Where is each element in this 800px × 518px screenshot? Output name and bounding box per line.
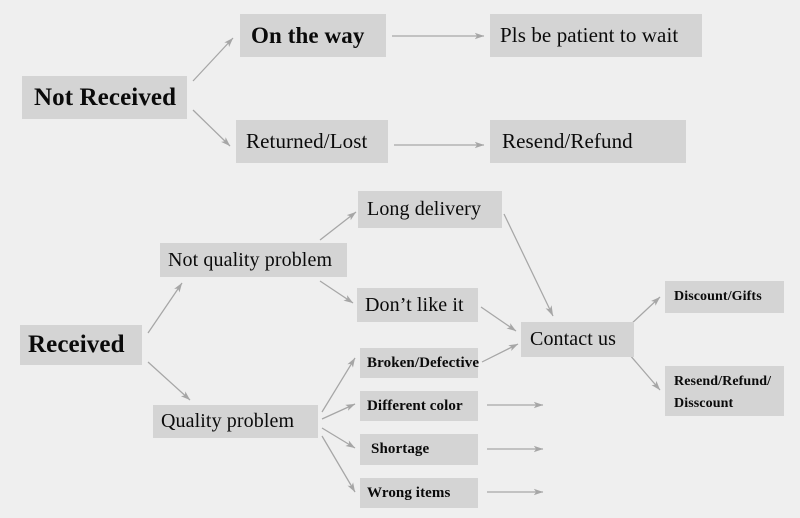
edge-contact-us-to-resend-discount [628, 353, 661, 391]
edge-quality-to-shortage [321, 427, 356, 449]
edge-broken-to-contact-us [481, 343, 519, 363]
node-not-received[interactable]: Not Received [22, 76, 187, 119]
node-pls-be-patient-to-wait[interactable]: Pls be patient to wait [490, 14, 702, 57]
edge-not-received-to-on-the-way [192, 37, 234, 82]
edge-dont-like-to-contact-us [480, 306, 517, 332]
node-wrong-items[interactable]: Wrong items [360, 478, 478, 508]
node-returned-lost[interactable]: Returned/Lost [236, 120, 388, 163]
node-not-quality-problem[interactable]: Not quality problem [160, 243, 347, 277]
edge-not-quality-to-long-delivery [319, 211, 357, 241]
node-quality-problem[interactable]: Quality problem [153, 405, 318, 438]
node-on-the-way[interactable]: On the way [240, 14, 386, 57]
node-discount-gifts[interactable]: Discount/Gifts [665, 281, 784, 313]
edge-quality-to-different-color [321, 403, 356, 420]
node-resend-refund-disscount[interactable]: Resend/Refund/ Disscount [665, 366, 784, 416]
node-shortage[interactable]: Shortage [360, 434, 478, 465]
edge-not-received-to-returned-lost [192, 109, 231, 147]
edge-received-to-not-quality [147, 282, 183, 334]
node-dont-like-it[interactable]: Don’t like it [357, 288, 478, 322]
node-long-delivery[interactable]: Long delivery [358, 191, 502, 228]
node-received[interactable]: Received [20, 325, 142, 365]
edge-received-to-quality [147, 361, 191, 401]
edge-long-delivery-to-contact-us [503, 213, 554, 317]
node-different-color[interactable]: Different color [360, 391, 478, 421]
node-broken-defective[interactable]: Broken/Defective [360, 348, 479, 378]
node-resend-refund-disscount-line-1: Resend/Refund/ [674, 374, 772, 389]
edge-not-quality-to-dont-like [319, 280, 354, 304]
node-resend-refund-disscount-line-2: Disscount [674, 395, 734, 411]
node-contact-us[interactable]: Contact us [521, 322, 634, 357]
node-resend-refund[interactable]: Resend/Refund [490, 120, 686, 163]
edge-quality-to-broken [321, 357, 356, 413]
edge-quality-to-wrong-items [321, 435, 356, 493]
